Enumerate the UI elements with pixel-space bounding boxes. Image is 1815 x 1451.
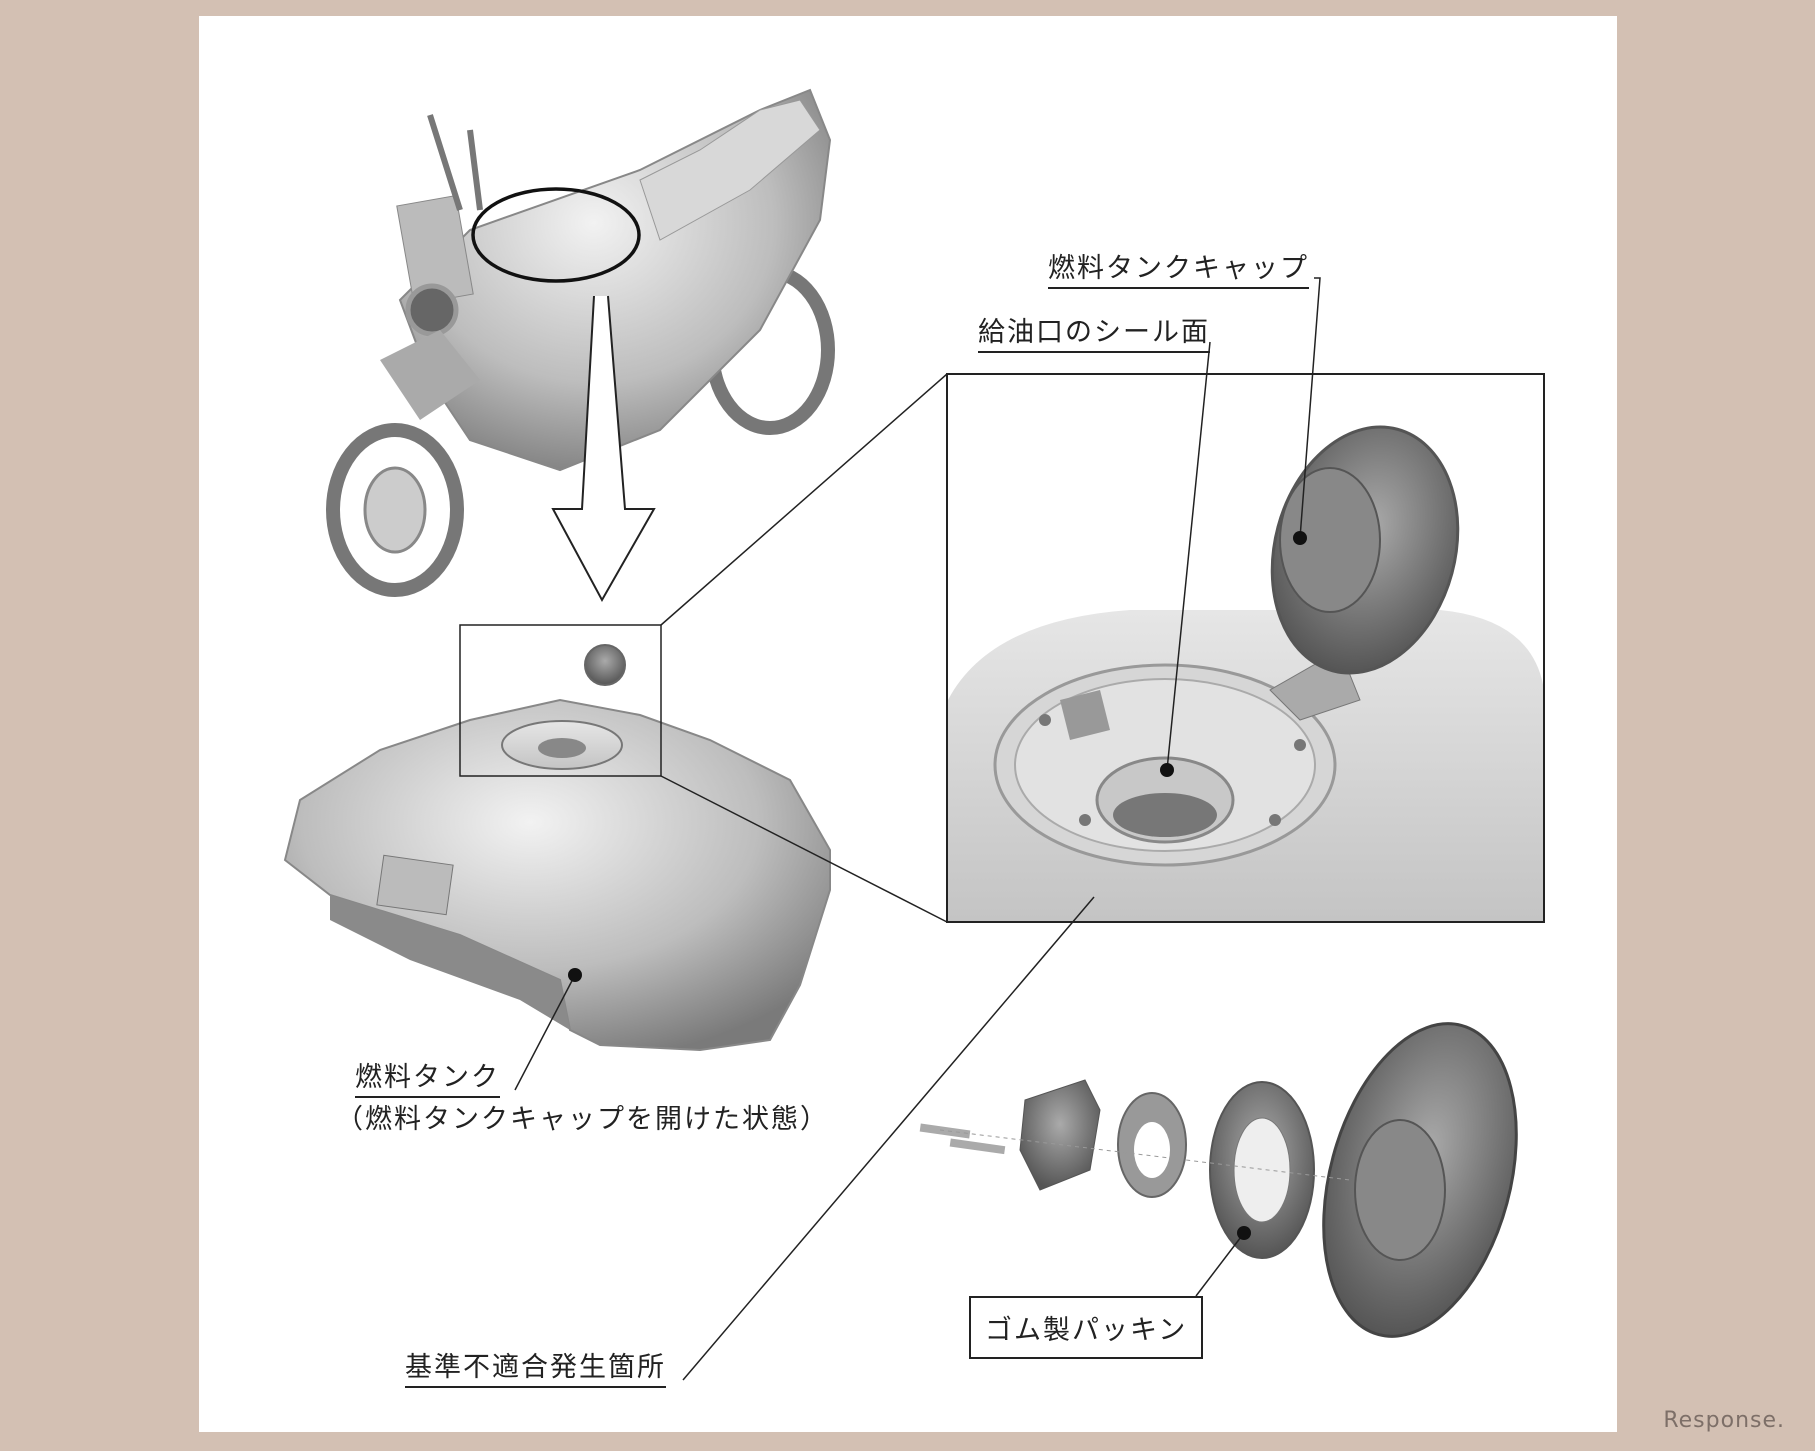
label-fuel-tank-note: （燃料タンクキャップを開けた状態） [336,1104,829,1135]
detail-source-box [459,624,662,777]
motorcycle-illustration [326,88,835,597]
label-defect-location: 基準不適合発生箇所 [405,1345,666,1388]
zoomed-detail [946,373,1545,923]
down-arrow [551,295,656,603]
cap-exploded-view [919,1022,1518,1338]
label-fuel-tank-cap: 燃料タンクキャップ [1048,246,1309,289]
highlight-ellipse [471,187,641,283]
label-rubber-packing: ゴム製パッキン [969,1296,1204,1359]
leader-lines [514,277,1321,1381]
label-seal-surface: 給油口のシール面 [978,310,1210,353]
fuel-tank-illustration [283,644,831,1052]
response-watermark: Response. [1663,1408,1785,1433]
leader-dots [568,531,1307,1240]
label-fuel-tank: 燃料タンク [355,1055,500,1098]
